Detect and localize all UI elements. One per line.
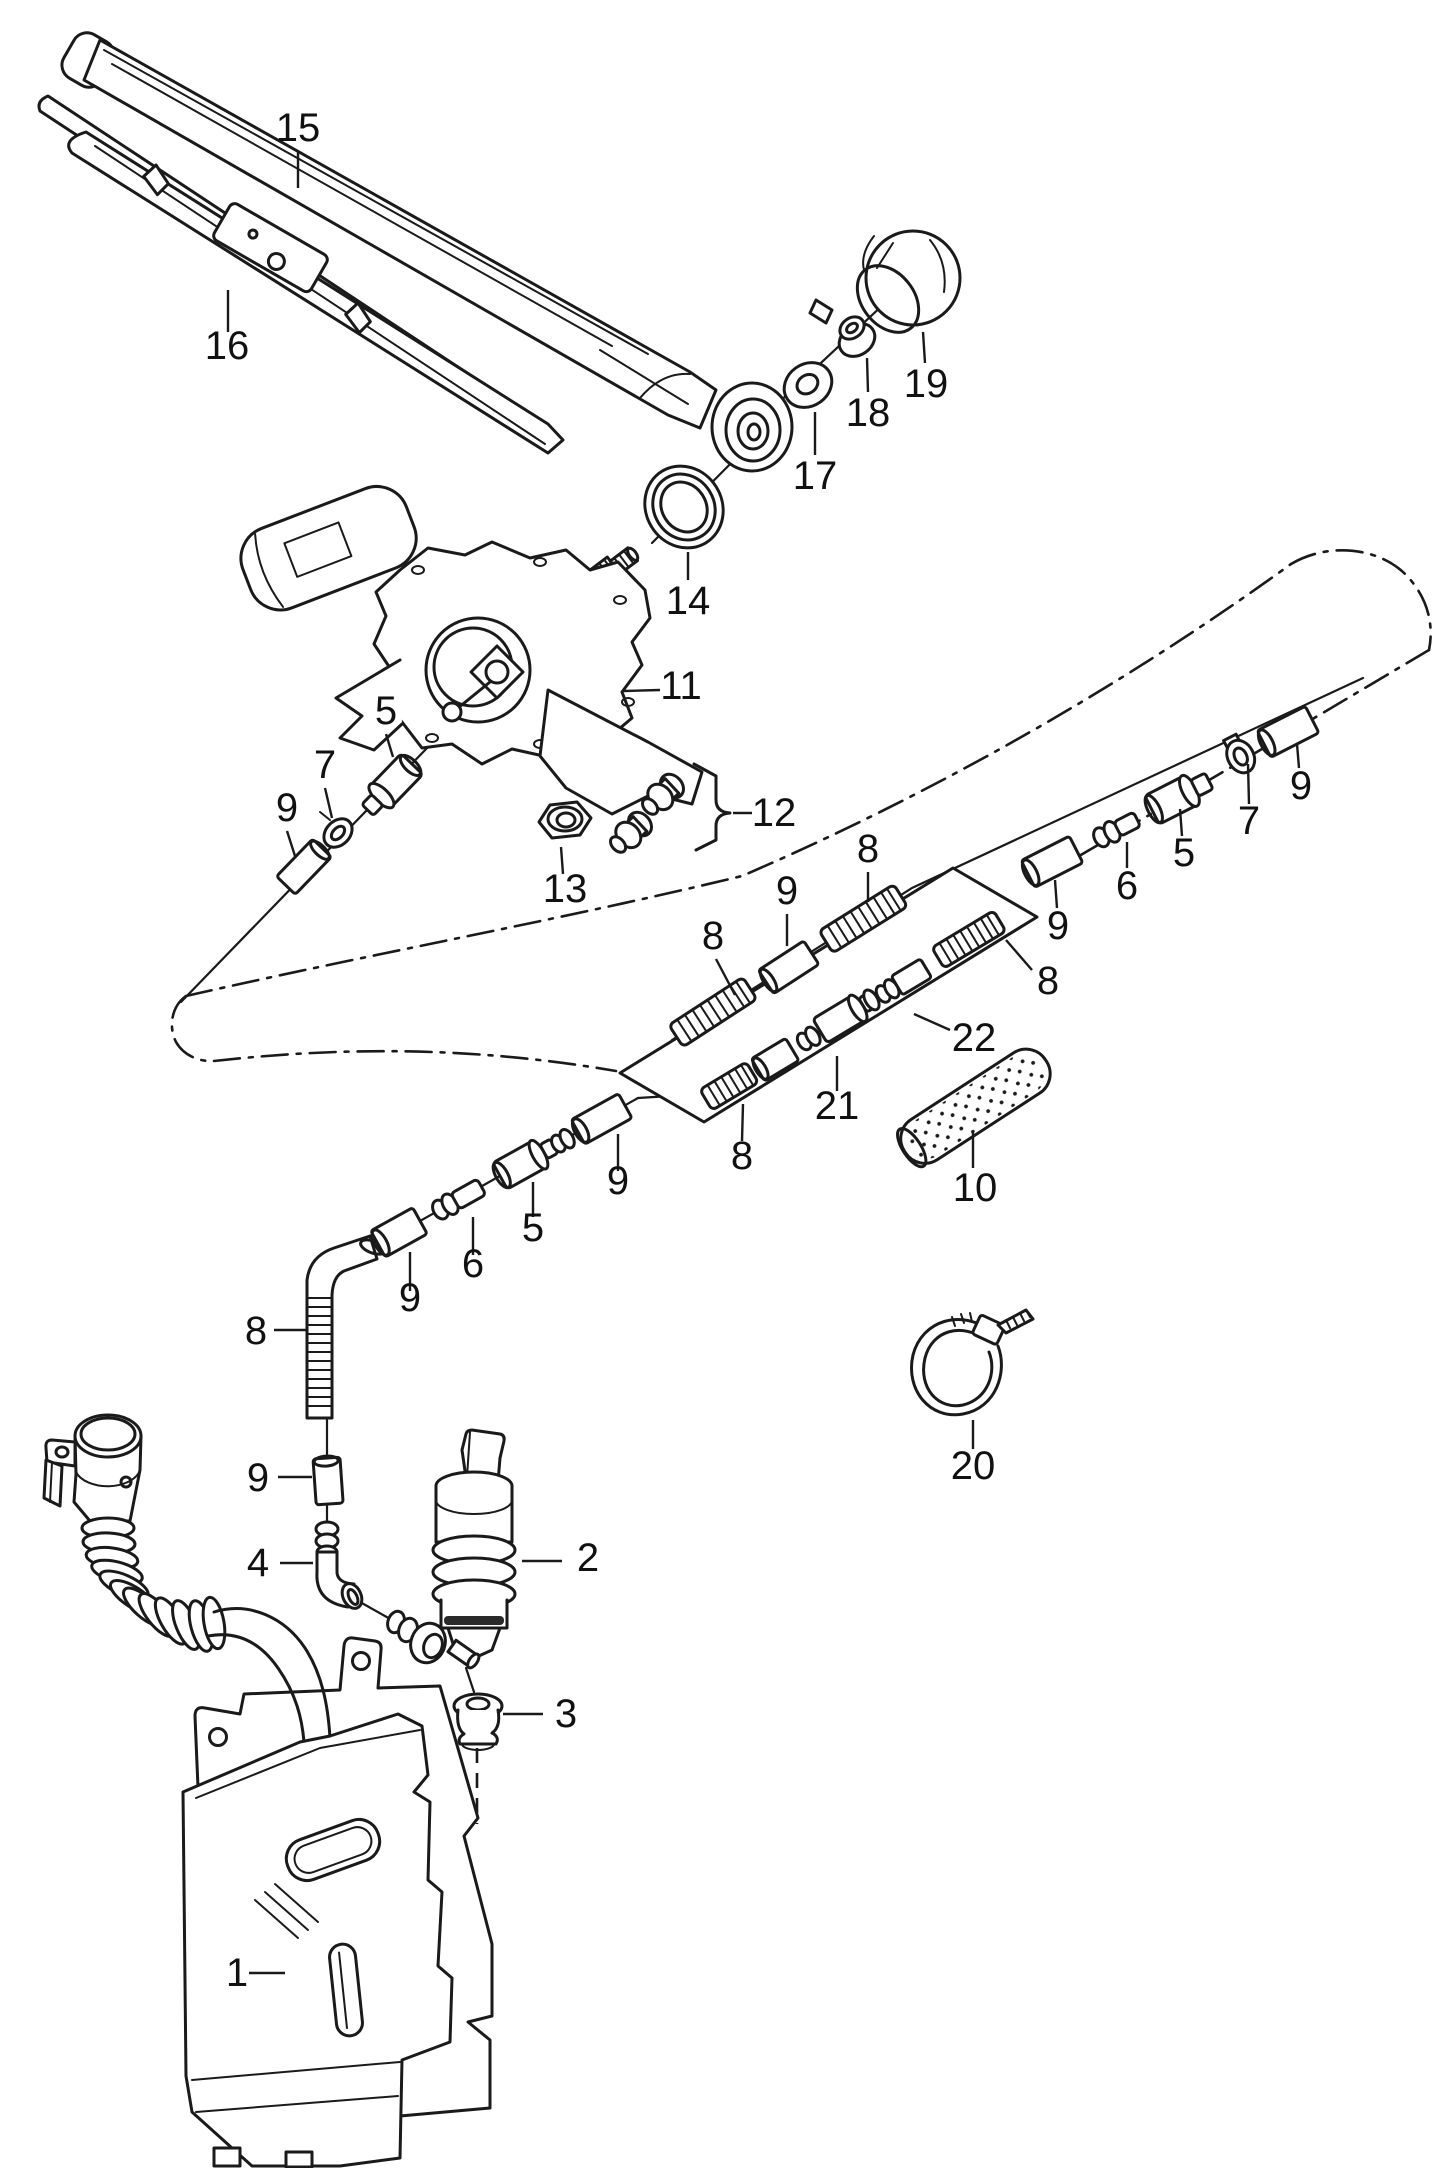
elbow-connector-4: [314, 1520, 364, 1610]
washer-pump-2: [386, 1428, 517, 1670]
callout-leader-wiper-motor: [623, 688, 661, 693]
connector-5: [361, 753, 423, 816]
connector-5: [1143, 772, 1214, 825]
grommet-3: [452, 1692, 504, 1751]
callout-leader-tube: [1053, 879, 1059, 909]
callout-leader-tube: [285, 830, 297, 857]
wiper-motor: [239, 485, 704, 816]
callout-leader-pivot-nut: [865, 357, 870, 393]
part-callout-22-hose-connector[interactable]: 22: [952, 1016, 997, 1060]
callout-leader-coil-hose: [740, 1103, 745, 1142]
part-callout-6-barb-fitting[interactable]: 6: [462, 1242, 484, 1286]
tube-9: [1256, 705, 1320, 758]
part-callout-10-foam-sleeve[interactable]: 10: [953, 1166, 998, 1210]
part-callout-19-pivot-cap[interactable]: 19: [904, 362, 949, 406]
arm-pivot-boss: [710, 381, 794, 473]
callout-leader-connector: [384, 733, 395, 758]
coil-hose-8: [819, 884, 908, 953]
blade-bracket: [212, 202, 329, 294]
reservoir-1: [181, 1712, 454, 2168]
part-callout-9-tube[interactable]: 9: [607, 1159, 629, 1203]
part-callout-8-elbow-hose[interactable]: 8: [245, 1309, 267, 1353]
part-callout-17-pivot-washer[interactable]: 17: [793, 454, 838, 498]
coil-hose-8: [932, 910, 1006, 968]
part-callout-7-clamp[interactable]: 7: [1238, 799, 1260, 843]
callout-leader-tube: [1295, 743, 1301, 769]
part-callout-8-coil-hose[interactable]: 8: [857, 827, 879, 871]
elbow-hose-8: [305, 1234, 387, 1420]
coil-hose-8: [669, 977, 757, 1047]
tube-9: [1020, 835, 1084, 888]
part-callout-5-connector[interactable]: 5: [522, 1206, 544, 1250]
part-callout-8-coil-hose[interactable]: 8: [702, 914, 724, 958]
part-callout-8-coil-hose[interactable]: 8: [731, 1134, 753, 1178]
callout-leader-coil-hose: [1005, 939, 1033, 971]
part-callout-9-tube[interactable]: 9: [276, 786, 298, 830]
part-callout-12-motor-bolts[interactable]: 12: [752, 791, 797, 835]
part-callout-2-washer-pump[interactable]: 2: [577, 1536, 599, 1580]
barb-fitting: [550, 1128, 576, 1154]
part-callout-4-elbow-connector[interactable]: 4: [247, 1541, 269, 1585]
bolt-group-brace: [692, 762, 732, 852]
part-callout-16-wiper-blade[interactable]: 16: [205, 324, 250, 368]
tube-9: [370, 1207, 428, 1258]
motor-nut-13: [537, 800, 593, 840]
callout-leader-connector: [1178, 808, 1184, 837]
tube-9: [758, 940, 820, 995]
hose-connector-22: [862, 958, 933, 1012]
callout-layer: 1516171819141112135798988212210896579965…: [205, 106, 1312, 1995]
wiper-arm: [60, 31, 718, 430]
tube-9: [570, 1093, 633, 1145]
part-callout-9-tube[interactable]: 9: [247, 1456, 269, 1500]
part-callout-3-grommet[interactable]: 3: [555, 1692, 577, 1736]
coil-hose-8: [700, 1062, 759, 1110]
wiper-blade: [37, 94, 565, 455]
callout-leader-pivot-cap: [921, 331, 927, 364]
part-callout-13-motor-nut[interactable]: 13: [543, 867, 588, 911]
part-callout-11-wiper-motor[interactable]: 11: [660, 664, 702, 708]
barb-fitting-6: [431, 1178, 486, 1221]
clamp-7: [1222, 732, 1257, 775]
part-callout-18-pivot-nut[interactable]: 18: [846, 391, 891, 435]
callout-leader-hose-connector: [913, 1012, 951, 1032]
pivot-cap-19: [855, 229, 962, 334]
part-callout-6-barb-fitting[interactable]: 6: [1116, 864, 1138, 908]
part-callout-9-tube[interactable]: 9: [399, 1276, 421, 1320]
pivot-washer-17: [782, 361, 834, 409]
part-callout-7-clamp[interactable]: 7: [314, 743, 336, 787]
tube-9: [311, 1454, 345, 1507]
filler-neck: [42, 1413, 143, 1523]
part-callout-1-reservoir[interactable]: 1: [226, 1951, 248, 1995]
foam-sleeve-10: [896, 1047, 1052, 1169]
part-callout-9-tube[interactable]: 9: [776, 869, 798, 913]
part-callout-20-cable-tie[interactable]: 20: [951, 1444, 996, 1488]
part-callout-8-coil-hose[interactable]: 8: [1037, 959, 1059, 1003]
callout-leader-motor-nut: [559, 846, 565, 875]
part-callout-5-connector[interactable]: 5: [375, 689, 397, 733]
cable-tie-20: [910, 1308, 1035, 1417]
pivot-nut-18: [808, 298, 877, 358]
callout-leader-clamp: [1246, 763, 1251, 805]
motor-bolt: [641, 772, 685, 816]
motor-bolt: [609, 810, 653, 854]
barb-fitting-6: [1092, 811, 1141, 849]
filler-hose: [80, 1516, 332, 1744]
part-callout-14-shaft-ring[interactable]: 14: [666, 579, 711, 623]
shaft-ring-14: [643, 464, 725, 550]
tube-9: [276, 838, 332, 895]
clamp-7: [319, 811, 354, 849]
part-callout-5-connector[interactable]: 5: [1173, 831, 1195, 875]
part-callout-9-tube[interactable]: 9: [1290, 764, 1312, 808]
part-callout-9-tube[interactable]: 9: [1047, 904, 1069, 948]
callout-leader-coil-hose: [714, 958, 737, 996]
part-callout-21-hose-connector[interactable]: 21: [815, 1084, 860, 1128]
callout-leader-clamp: [323, 787, 334, 819]
part-callout-15-wiper-arm[interactable]: 15: [276, 106, 321, 150]
